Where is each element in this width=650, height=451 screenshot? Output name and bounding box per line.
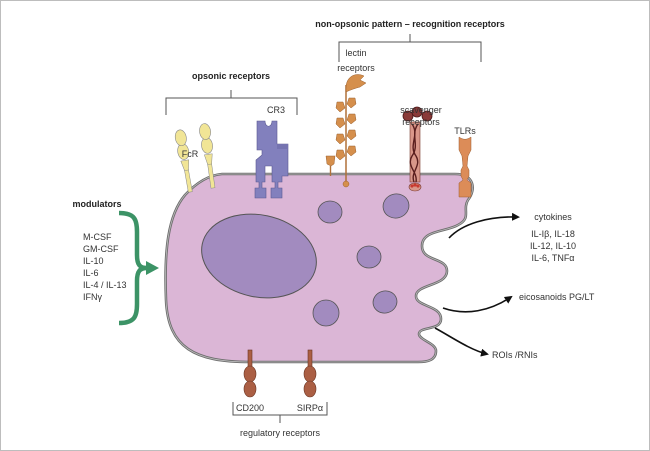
non-opsonic-bracket: [338, 34, 482, 62]
tlrs-label: TLRs: [454, 126, 476, 136]
fcr-receptor: [174, 123, 216, 193]
modulator-item: IFNγ: [83, 292, 102, 302]
modulators-list: M-CSF GM-CSF IL-10 IL-6 IL-4 / IL-13 IFN…: [83, 232, 127, 302]
cytokines-line: IL-6, TNFα: [531, 253, 574, 263]
opsonic-receptors-label: opsonic receptors: [192, 71, 270, 81]
vesicle: [312, 299, 340, 327]
cd200-label: CD200: [236, 403, 264, 413]
rois-arrow: [434, 327, 489, 357]
fcr-molecule: [199, 123, 216, 189]
regulatory-bracket: [232, 402, 328, 423]
lectin-label-line2: receptors: [337, 63, 375, 73]
modulator-item: IL-6: [83, 268, 99, 278]
scavenger-label-line1: scavenger: [400, 105, 442, 115]
modulator-item: IL-4 / IL-13: [83, 280, 127, 290]
sirpa-receptor: [303, 349, 317, 398]
modulator-item: GM-CSF: [83, 244, 119, 254]
nucleus: [201, 213, 317, 299]
vesicle: [372, 290, 398, 314]
vesicle: [356, 245, 382, 269]
modulators-arrow: [118, 210, 159, 326]
cd200-receptor: [243, 349, 257, 398]
regulatory-receptors-label: regulatory receptors: [240, 428, 321, 438]
cytokines-heading: cytokines: [534, 212, 572, 222]
non-opsonic-receptors-label: non-opsonic pattern – recognition recept…: [315, 19, 505, 29]
modulator-item: IL-10: [83, 256, 104, 266]
tlr-receptor: [458, 136, 472, 198]
eicosanoids-arrow: [442, 295, 513, 313]
fcr-label: FcR: [182, 149, 199, 159]
vesicle: [317, 200, 343, 224]
modulators-heading: modulators: [72, 199, 121, 209]
sirpa-label: SIRPα: [297, 403, 323, 413]
opsonic-bracket: [165, 90, 298, 115]
lectin-receptor: [325, 74, 367, 188]
vesicle: [382, 193, 410, 219]
rois-label: ROIs /RNIs: [492, 350, 538, 360]
scavenger-label-line2: receptors: [402, 117, 440, 127]
fcr-molecule: [174, 129, 193, 193]
cytokines-arrow: [448, 212, 520, 239]
cytokines-line: IL-12, IL-10: [530, 241, 576, 251]
membrane-highlight: [165, 173, 474, 363]
cr3-receptor: [254, 120, 289, 199]
cr3-label: CR3: [267, 105, 285, 115]
modulator-item: M-CSF: [83, 232, 112, 242]
eicosanoids-label: eicosanoids PG/LT: [519, 292, 595, 302]
scavenger-receptor: [402, 106, 433, 192]
lectin-label-line1: lectin: [345, 48, 366, 58]
cytokines-line: IL-Iβ, IL-18: [531, 229, 575, 239]
